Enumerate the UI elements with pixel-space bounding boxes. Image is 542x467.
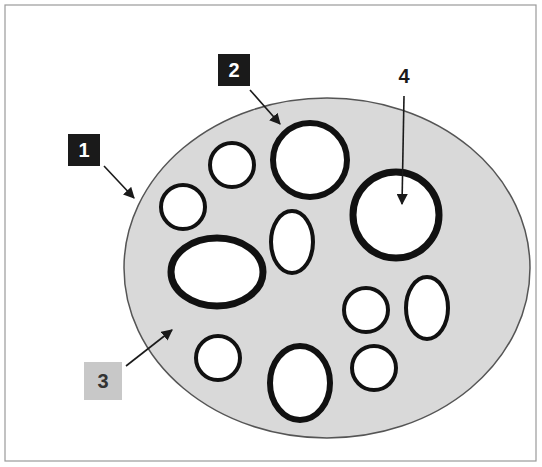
callout-number: 1 bbox=[68, 134, 100, 166]
callout-number: 2 bbox=[218, 54, 250, 86]
callout-number: 4 bbox=[390, 62, 418, 90]
frame bbox=[5, 5, 536, 461]
leader-lines bbox=[104, 90, 404, 366]
outer-boundary bbox=[124, 98, 530, 438]
callout-number: 3 bbox=[84, 362, 122, 400]
vessels bbox=[161, 123, 448, 420]
